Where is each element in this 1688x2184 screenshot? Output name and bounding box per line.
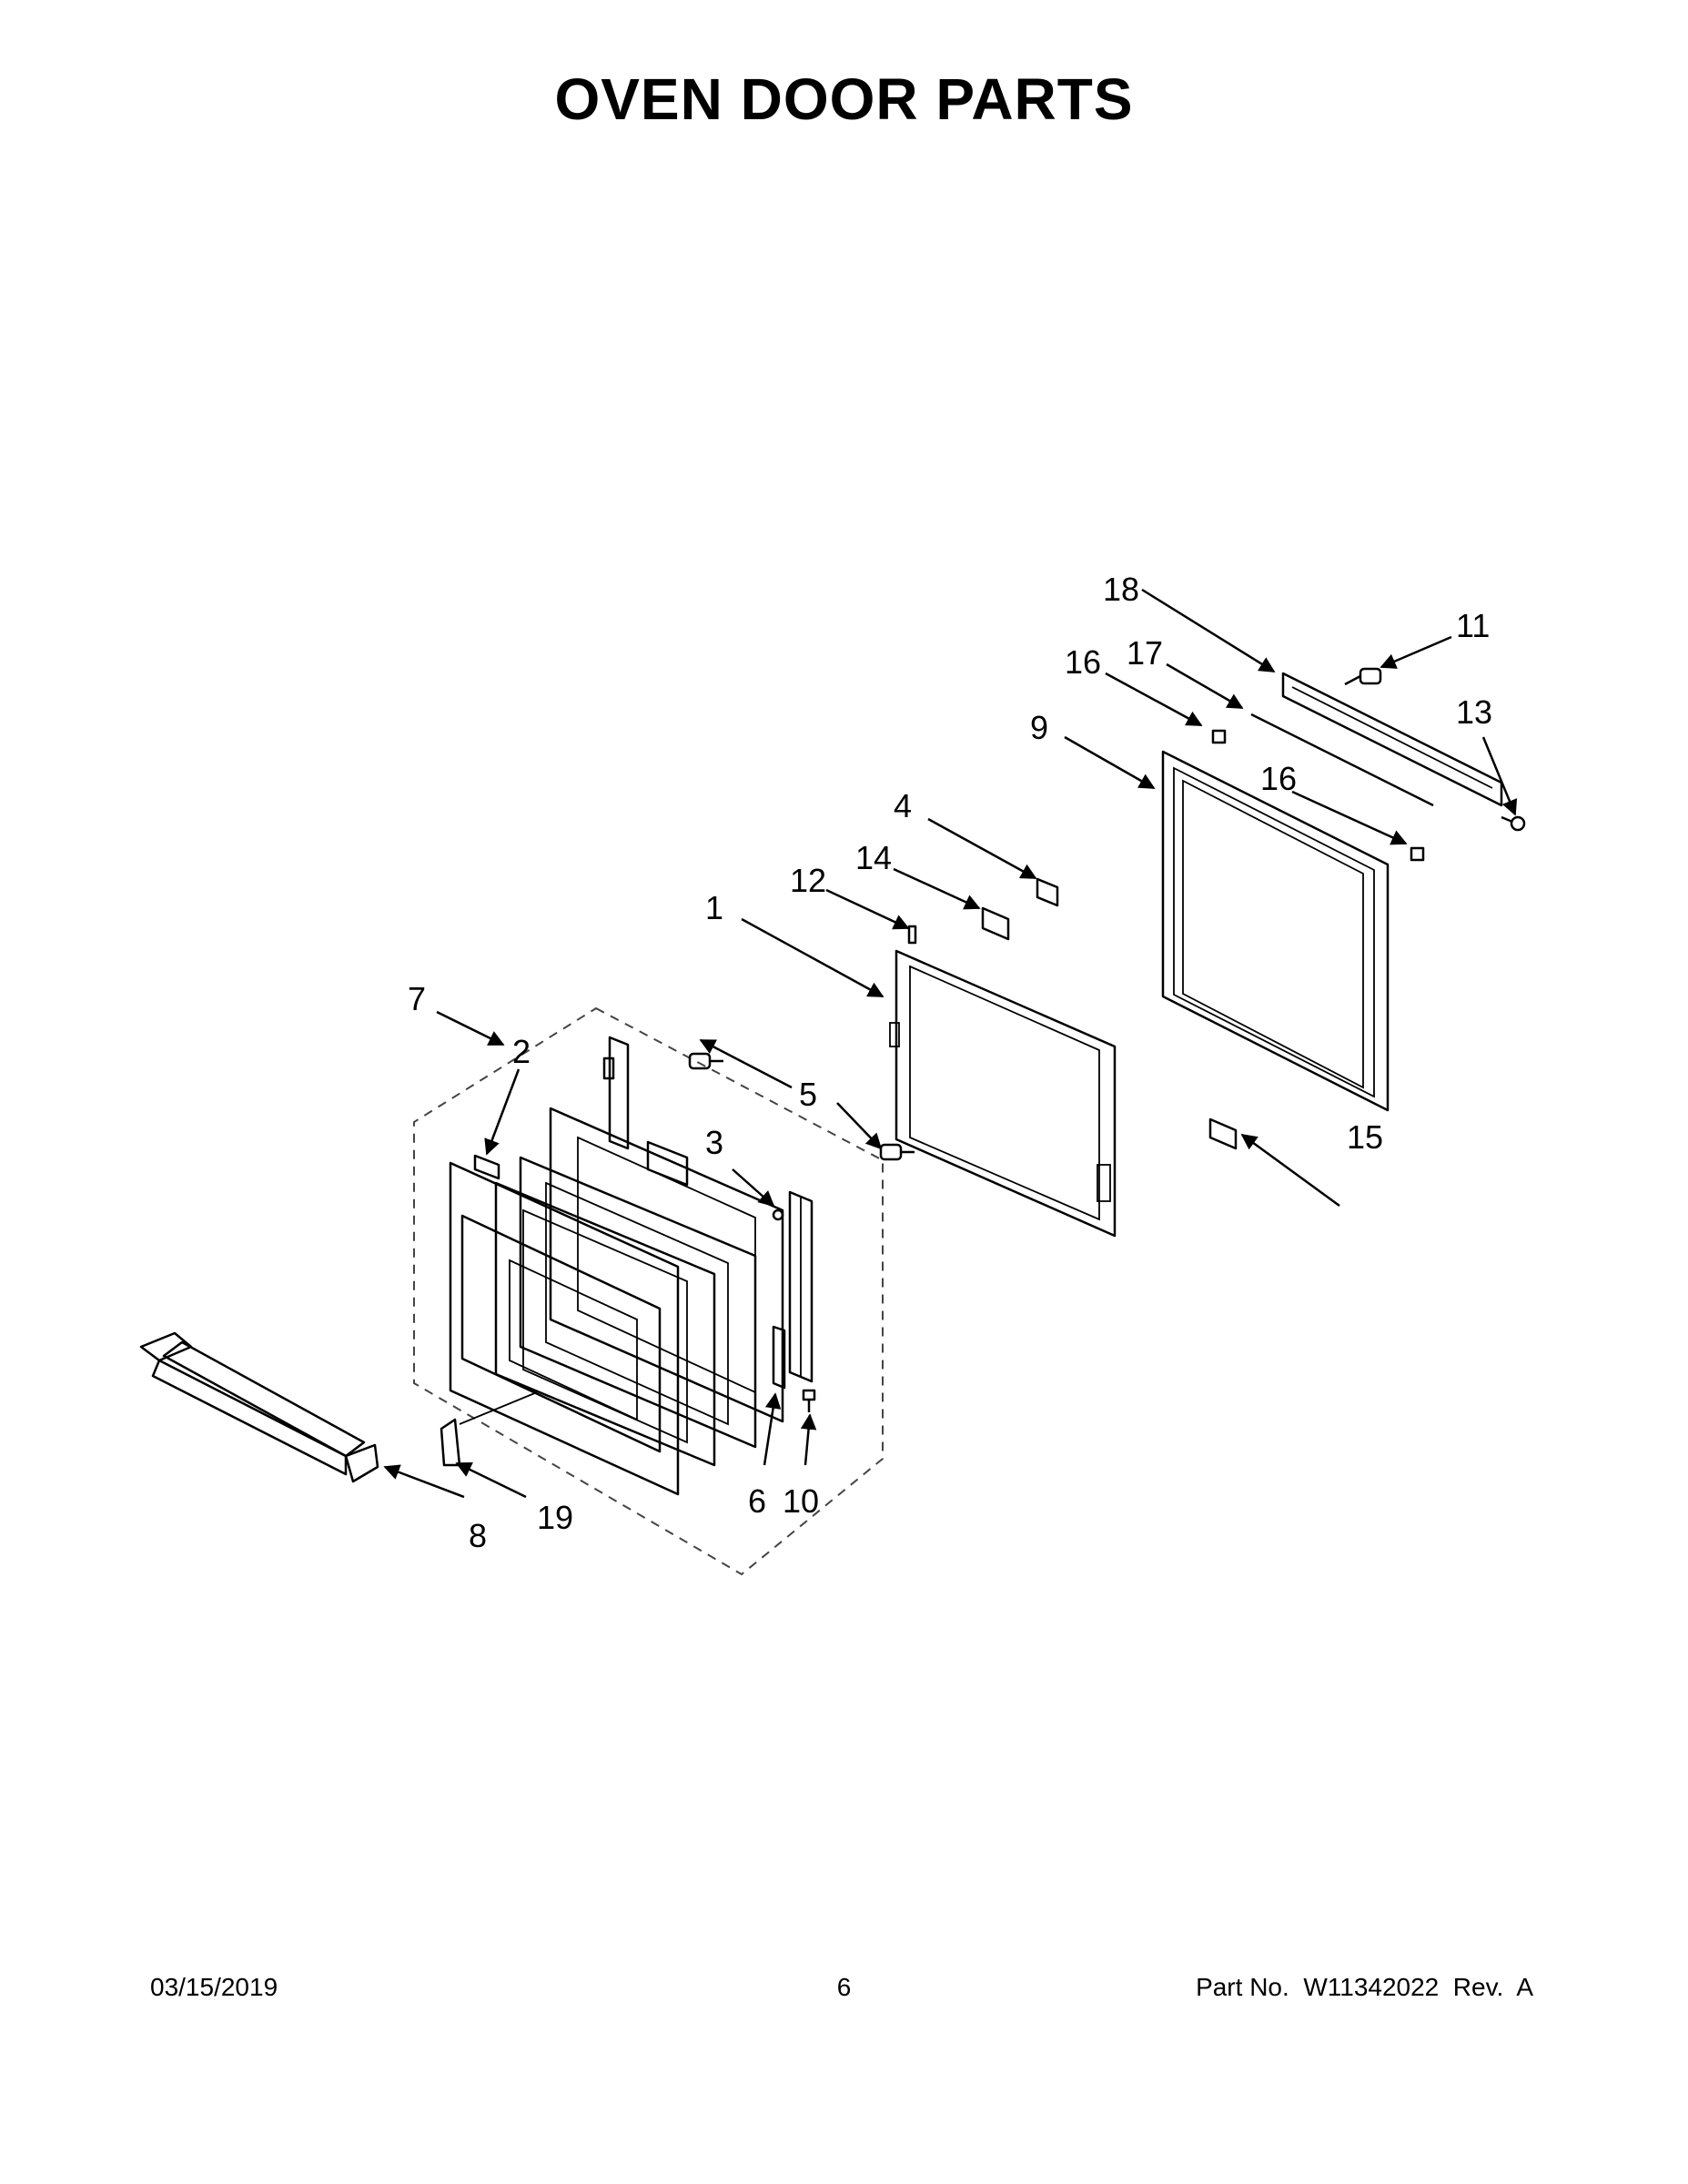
callout-6: 6 xyxy=(748,1482,766,1520)
callout-4: 4 xyxy=(894,787,912,824)
footer-page-number: 6 xyxy=(836,1973,852,2001)
bracket-part-4 xyxy=(1036,877,1059,907)
screw-part-10 xyxy=(802,1389,816,1412)
footer-date: 03/15/2019 xyxy=(150,1973,278,2001)
door-glass-layers xyxy=(494,1107,784,1467)
callout-16-bottom: 16 xyxy=(1260,760,1297,797)
callout-2: 2 xyxy=(512,1033,531,1070)
screw-part-13 xyxy=(1501,815,1526,832)
pad-part-16-top xyxy=(1211,729,1227,744)
hinge-channel-top xyxy=(602,1036,689,1187)
callout-7: 7 xyxy=(408,980,426,1017)
screw-part-11 xyxy=(1344,667,1382,686)
callout-17: 17 xyxy=(1127,634,1163,672)
callout-3: 3 xyxy=(705,1124,723,1161)
window-panel-part-9 xyxy=(1161,750,1390,1112)
handle-part-8 xyxy=(139,1331,379,1483)
vent-channel-part-18 xyxy=(1281,672,1503,807)
callout-14: 14 xyxy=(855,839,892,876)
clip-part-12 xyxy=(907,925,917,945)
block-part-14 xyxy=(981,906,1010,941)
callout-11: 11 xyxy=(1456,607,1490,644)
callout-1: 1 xyxy=(705,889,723,926)
callout-12: 12 xyxy=(790,862,826,899)
inner-frame-part-1 xyxy=(889,949,1117,1238)
door-assembly-outline xyxy=(413,1006,884,1576)
callout-18: 18 xyxy=(1103,571,1139,608)
strip-part-17 xyxy=(1250,713,1434,807)
callout-16-top: 16 xyxy=(1065,643,1101,681)
callout-labels: 1 2 3 4 5 6 7 8 9 10 11 12 13 14 15 16 1… xyxy=(408,571,1492,1554)
footer-part-number: Part No. W11342022 Rev. A xyxy=(1196,1973,1533,2001)
callout-9: 9 xyxy=(1030,709,1048,746)
page-title: OVEN DOOR PARTS xyxy=(554,66,1134,132)
callout-8: 8 xyxy=(469,1517,487,1554)
side-channel-part-3 xyxy=(772,1190,814,1390)
callout-5: 5 xyxy=(799,1076,817,1113)
leader-lines xyxy=(383,588,1518,1499)
badge-part-2 xyxy=(473,1154,500,1180)
callout-15: 15 xyxy=(1347,1118,1383,1156)
door-front-panel xyxy=(449,1161,680,1496)
callout-10: 10 xyxy=(783,1482,819,1520)
clip-part-19 xyxy=(440,1418,461,1467)
callout-13: 13 xyxy=(1456,693,1492,731)
block-part-15 xyxy=(1208,1117,1238,1150)
pad-part-16-bottom xyxy=(1410,846,1425,862)
callout-19: 19 xyxy=(537,1499,573,1536)
